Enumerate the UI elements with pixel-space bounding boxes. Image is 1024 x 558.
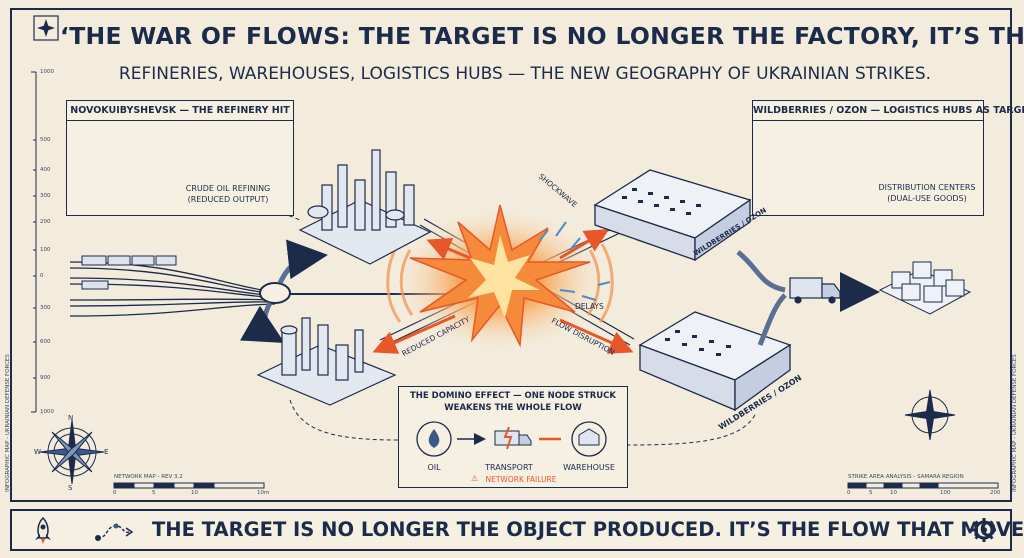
ruler-tick-label: 400 (40, 167, 51, 173)
domino-failure-label: NETWORK FAILURE (485, 475, 557, 484)
domino-chain (416, 421, 607, 457)
domino-title-line1: THE DOMINO EFFECT — ONE NODE STRUCK (409, 391, 617, 401)
scale-right-tick: 10 (890, 490, 897, 496)
ruler-tick-label: 100 (40, 247, 51, 253)
outer-frame (10, 8, 1012, 502)
logistics-callout-title: WILDBERRIES / OZON — LOGISTICS HUBS AS T… (753, 101, 1024, 121)
compass-star-icon (904, 389, 956, 441)
compass-s: S (68, 484, 73, 492)
logistics-callout: WILDBERRIES / OZON — LOGISTICS HUBS AS T… (752, 100, 1024, 216)
scale-bar-left (113, 482, 265, 489)
train-icon (81, 255, 177, 290)
corner-compass-icon (33, 15, 59, 41)
scale-right-tick: 100 (940, 490, 951, 496)
warehouse-small-icon (578, 428, 600, 446)
scale-left-tick: 5 (152, 490, 156, 496)
refinery-caption-line1: CRUDE OIL REFINING (185, 184, 271, 193)
domino-title-line2: WEAKENS THE WHOLE FLOW (444, 403, 582, 413)
ruler-tick-label: 300 (40, 193, 51, 199)
page-title: ‘THE WAR OF FLOWS: THE TARGET IS NO LONG… (60, 22, 1024, 50)
scale-left-tick: 10m (257, 490, 270, 496)
warning-icon: ⚠ (471, 474, 479, 483)
side-text-left: INFOGRAPHIC MAP - UKRAINIAN DEFENSE FORC… (5, 354, 11, 492)
scale-right-tick: 200 (990, 490, 1001, 496)
compass-rose-icon (39, 419, 105, 485)
logistics-caption-line2: (DUAL-USE GOODS) (887, 194, 967, 203)
pallets-icon (878, 261, 972, 315)
refinery-caption-line2: (REDUCED OUTPUT) (187, 195, 269, 204)
ruler-tick-label: 1000 (40, 409, 54, 415)
footer-statement: THE TARGET IS NO LONGER THE OBJECT PRODU… (152, 518, 1024, 541)
refinery-upper (298, 149, 432, 265)
ruler-tick-label: 900 (40, 375, 51, 381)
refinery-callout-title: NOVOKUIBYSHEVSK — THE REFINERY HIT (67, 101, 293, 121)
ruler-tick-label: 1000 (40, 69, 54, 75)
refinery-lower (256, 317, 397, 406)
side-text-right: INFOGRAPHIC MAP - UKRAINIAN DEFENSE FORC… (1012, 354, 1018, 492)
page-subtitle: REFINERIES, WAREHOUSES, LOGISTICS HUBS —… (118, 64, 932, 84)
hub-node (259, 282, 291, 304)
scale-left-label: NETWORK MAP - REV 3.2 (114, 474, 183, 480)
scale-right-tick: 5 (869, 490, 873, 496)
warehouse-lower (638, 311, 792, 412)
ruler-tick-label: 0 (40, 273, 44, 279)
footer-bar: THE TARGET IS NO LONGER THE OBJECT PRODU… (10, 509, 1024, 551)
ruler-tick-label: 600 (40, 339, 51, 345)
logistics-caption-line1: DISTRIBUTION CENTERS (878, 183, 976, 192)
warehouse-upper (593, 169, 752, 262)
compass-n: N (68, 414, 74, 422)
domino-effect-box: THE DOMINO EFFECT — ONE NODE STRUCK WEAK… (398, 386, 628, 488)
oil-drop-icon (428, 429, 440, 448)
scale-left-tick: 10 (191, 490, 198, 496)
debris (539, 221, 611, 301)
scale-right-label: STRIKE AREA ANALYSIS - SAMARA REGION (848, 474, 964, 480)
transport-truck-icon (494, 426, 532, 450)
ruler-tick-label: 200 (40, 219, 51, 225)
compass-w: W (34, 448, 41, 456)
gear-icon (972, 518, 996, 542)
scale-bar-right (847, 482, 999, 489)
rocket-icon (35, 516, 51, 544)
scale-left-tick: 0 (113, 490, 117, 496)
domino-transport-label: TRANSPORT (485, 463, 533, 472)
flow-path-icon (95, 523, 134, 541)
domino-oil-label: OIL (427, 463, 441, 472)
left-ruler (31, 71, 37, 413)
rail-tracks (69, 261, 276, 317)
truck-icon (789, 277, 841, 304)
domino-warehouse-label: WAREHOUSE (563, 463, 615, 472)
scale-right-tick: 0 (847, 490, 851, 496)
compass-e: E (104, 448, 109, 456)
refinery-callout: NOVOKUIBYSHEVSK — THE REFINERY HIT (66, 100, 294, 216)
delays-label: DELAYS (575, 302, 604, 311)
ruler-tick-label: 500 (40, 137, 51, 143)
ruler-tick-label: 300 (40, 305, 51, 311)
